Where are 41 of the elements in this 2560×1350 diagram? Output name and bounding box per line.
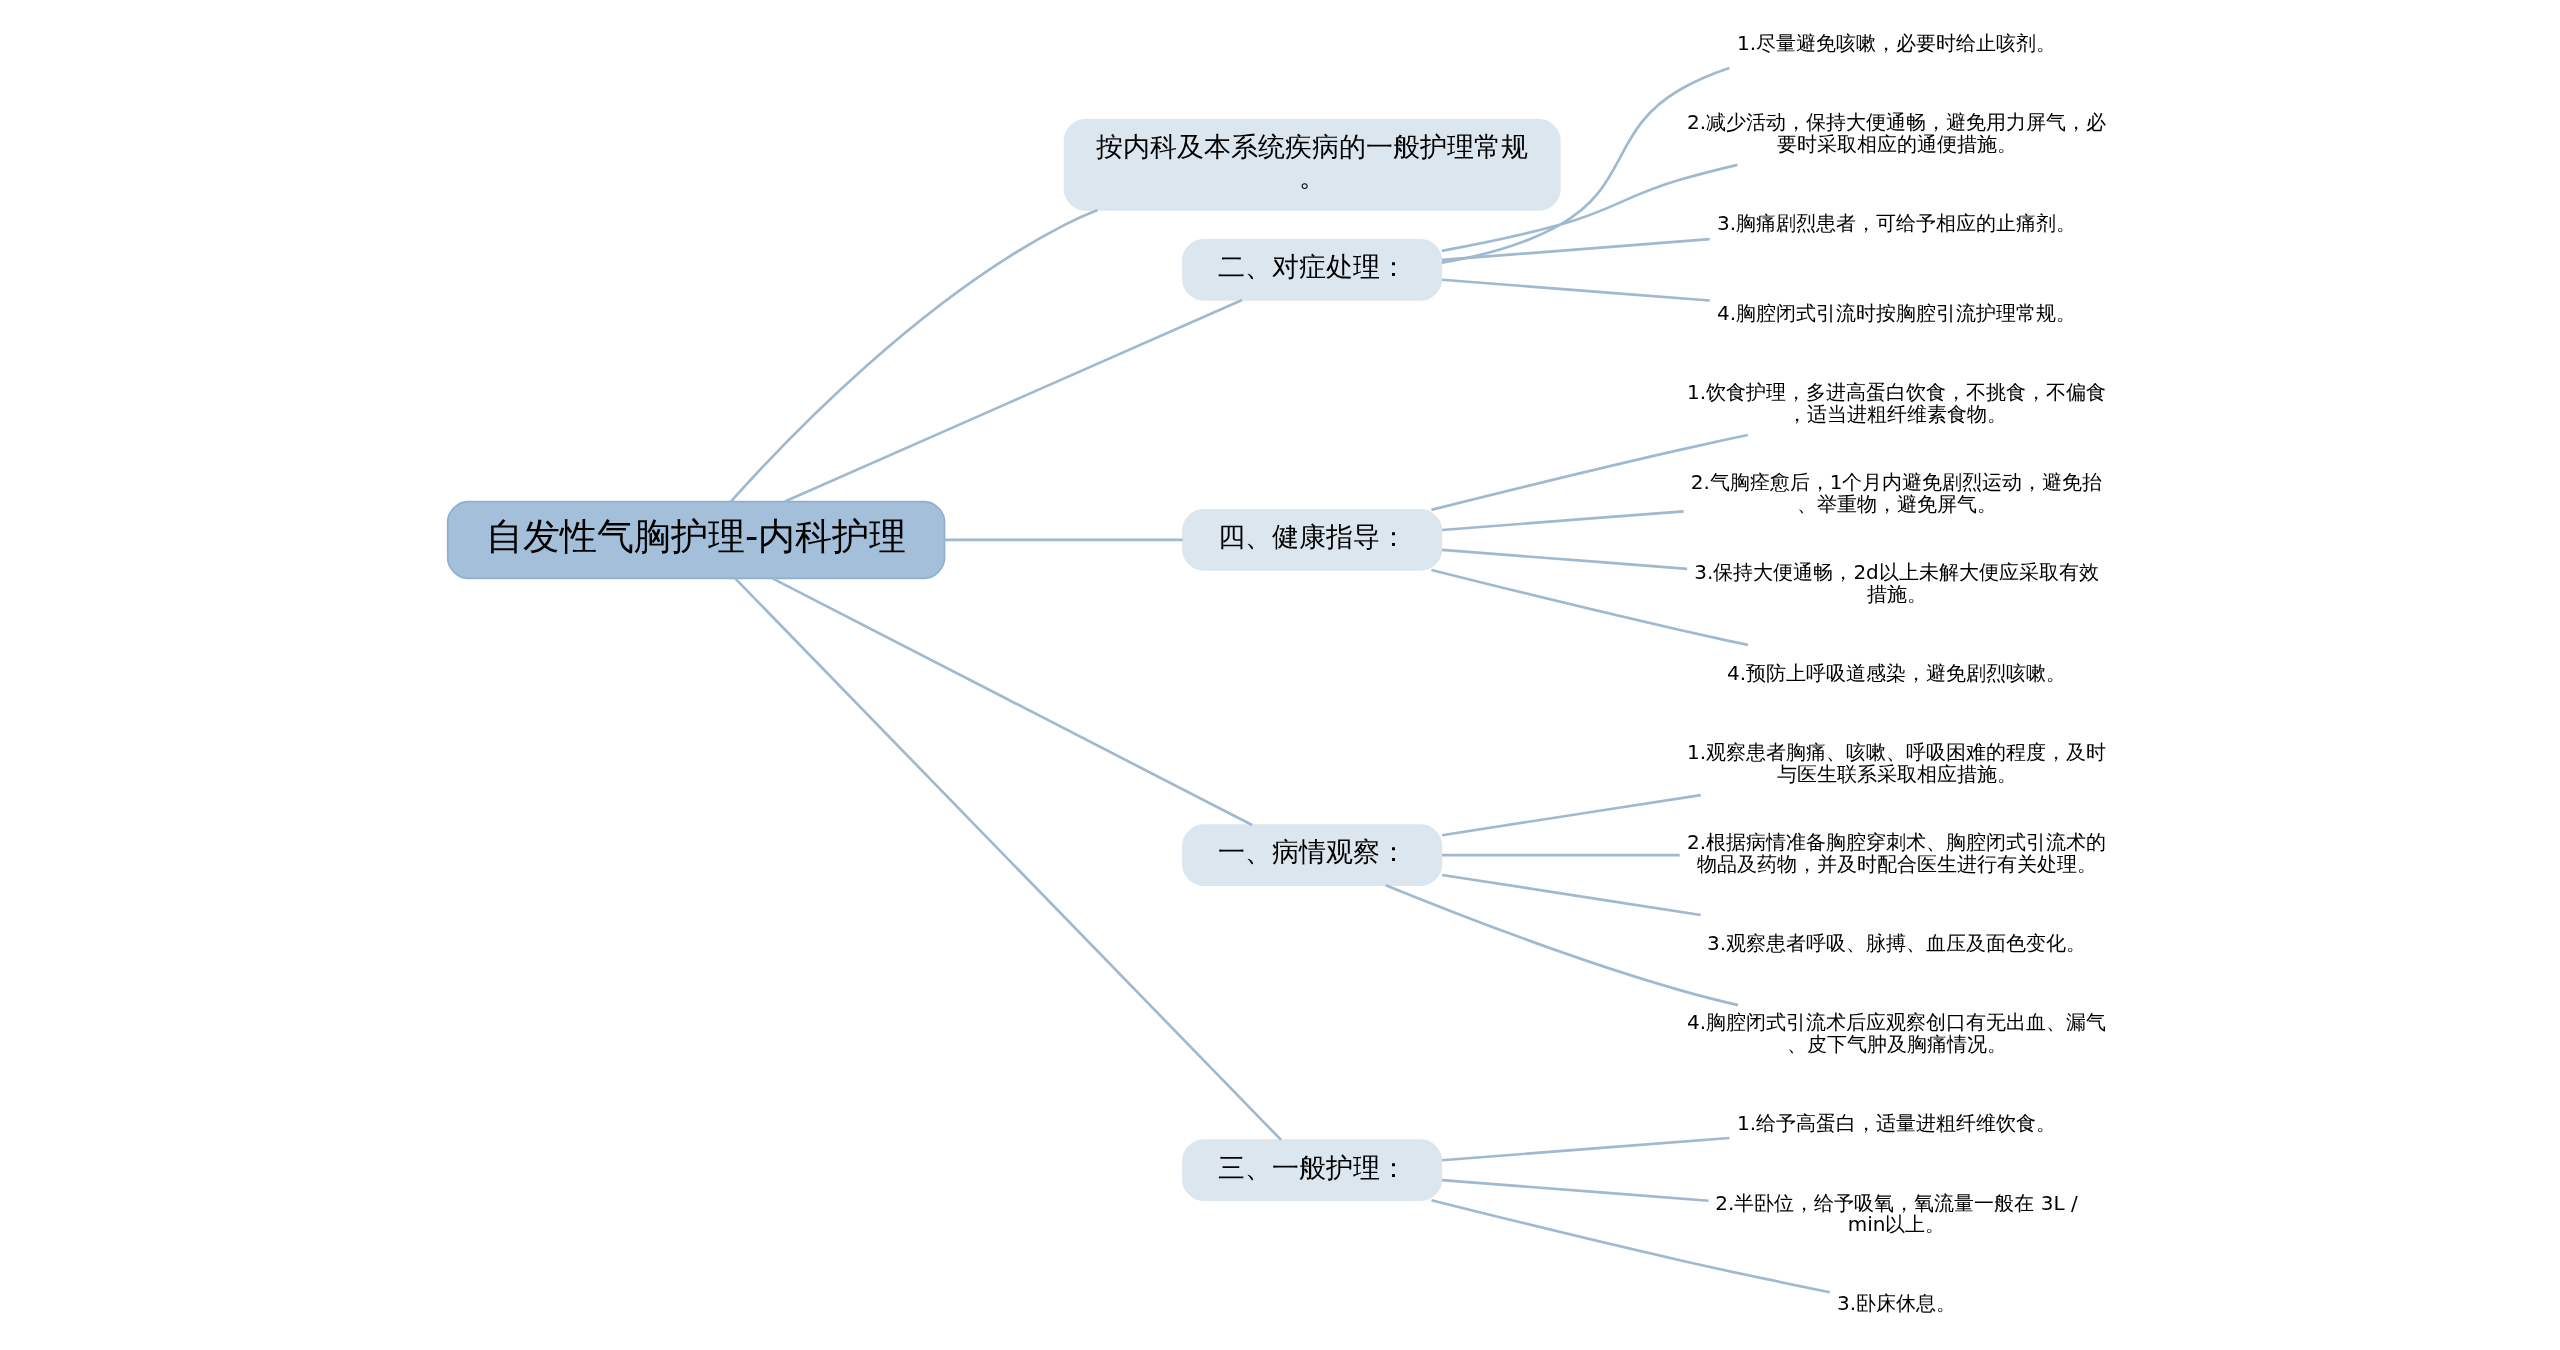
connector bbox=[1441, 163, 1738, 253]
node-text: 4.胸腔闭式引流术后应观察创口有无出血、漏气、皮下气肿及胸痛情况。 bbox=[1686, 1010, 2106, 1057]
connector bbox=[944, 538, 1183, 542]
node-text: 3.保持大便通畅，2d以上未解大便应采取有效措施。 bbox=[1693, 560, 2099, 606]
connector bbox=[733, 577, 1282, 1141]
connector bbox=[1441, 509, 1684, 532]
node-text: 4.胸腔闭式引流时按胸腔引流护理常规。 bbox=[1716, 301, 2076, 326]
node-text: 2.减少活动，保持大便通畅，避免用力屏气，必要时采取相应的通便措施。 bbox=[1686, 110, 2106, 156]
connector bbox=[1441, 873, 1701, 917]
node-text: 1.饮食护理，多进高蛋白饮食，不挑食，不偏食，适当进粗纤维素食物。 bbox=[1686, 380, 2106, 426]
node-box: 二、对症处理： bbox=[1181, 239, 1442, 301]
connector bbox=[1441, 1178, 1709, 1203]
connector bbox=[771, 577, 1253, 827]
connector bbox=[1430, 433, 1748, 512]
node-box: 自发性气胸护理-内科护理 bbox=[446, 500, 945, 580]
connector bbox=[1441, 237, 1710, 262]
node-text: 3.胸痛剧烈患者，可给予相应的止痛剂。 bbox=[1716, 210, 2076, 235]
node-text: 4.预防上呼吸道感染，避免剧烈咳嗽。 bbox=[1726, 661, 2066, 686]
connector bbox=[1441, 793, 1701, 837]
node-text: 2.气胸痊愈后，1个月内避免剧烈运动，避免抬、举重物，避免屏气。 bbox=[1690, 470, 2102, 516]
connector bbox=[1441, 853, 1680, 857]
node-text: 2.根据病情准备胸腔穿刺术、胸腔闭式引流术的物品及药物，并及时配合医生进行有关处理。 bbox=[1686, 830, 2106, 877]
node-box: 四、健康指导： bbox=[1181, 509, 1442, 571]
connector bbox=[1430, 1198, 1830, 1294]
connector bbox=[1441, 66, 1730, 264]
connector bbox=[1384, 883, 1738, 1007]
node-text: 1.观察患者胸痛、咳嗽、呼吸困难的程度，及时与医生联系采取相应措施。 bbox=[1686, 740, 2106, 787]
connector bbox=[1441, 278, 1710, 302]
node-box: 一、病情观察： bbox=[1181, 824, 1442, 886]
connector bbox=[1441, 1136, 1730, 1162]
connector bbox=[1441, 548, 1687, 571]
node-text: 1.尽量避免咳嗽，必要时给止咳剂。 bbox=[1736, 30, 2056, 55]
connector bbox=[783, 298, 1243, 503]
node-text: 2.半卧位，给予吸氧，氧流量一般在 3L / min以上。 bbox=[1714, 1190, 2078, 1237]
node-box: 三、一般护理： bbox=[1181, 1139, 1442, 1202]
connector bbox=[729, 208, 1098, 503]
connector bbox=[1430, 568, 1748, 647]
node-text: 3.卧床休息。 bbox=[1836, 1291, 1956, 1316]
node-box: 按内科及本系统疾病的一般护理常规。 bbox=[1063, 118, 1561, 211]
node-text: 1.给予高蛋白，适量进粗纤维饮食。 bbox=[1736, 1111, 2056, 1136]
node-text: 3.观察患者呼吸、脉搏、血压及面色变化。 bbox=[1706, 931, 2086, 956]
